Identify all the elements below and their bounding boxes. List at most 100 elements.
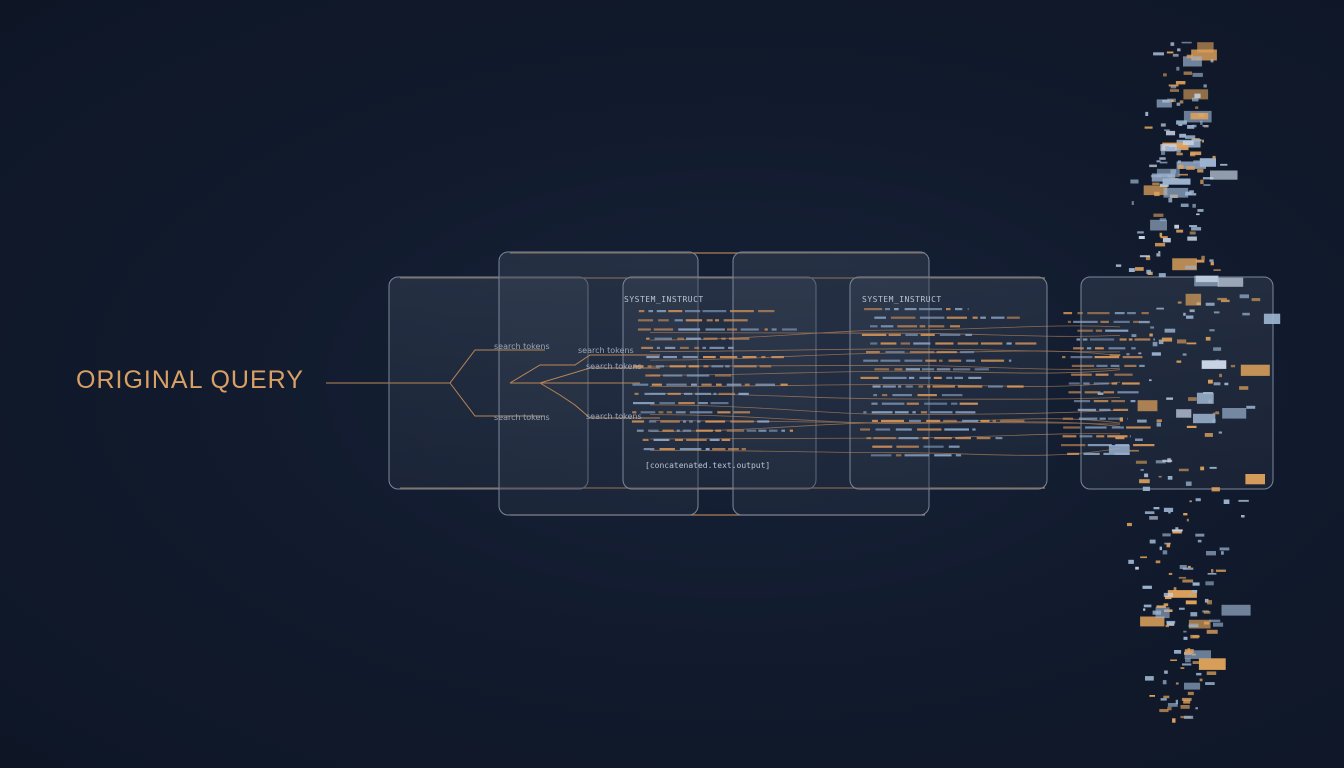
token-particle: [1185, 191, 1192, 196]
token-particle: [1190, 152, 1196, 157]
token-particle: [1183, 715, 1194, 719]
token-particle: [1152, 182, 1160, 186]
code-glyph-run: [1073, 347, 1084, 350]
code-glyph-run: [1108, 347, 1126, 350]
token-particle: [1159, 157, 1166, 160]
code-glyph-run: [1073, 320, 1098, 323]
token-particle: [1239, 294, 1249, 299]
token-particle: [1197, 58, 1200, 60]
code-glyph-run: [1068, 382, 1080, 385]
token-particle: [1166, 620, 1176, 624]
token-particle: [1224, 382, 1229, 386]
token-particle: [1155, 460, 1166, 464]
code-glyph-run: [875, 428, 891, 431]
code-glyph-run: [758, 310, 775, 313]
token-particle: [1163, 695, 1170, 699]
code-glyph-run: [966, 359, 976, 362]
code-glyph-run: [872, 385, 881, 388]
token-particle: [1168, 84, 1179, 87]
code-glyph-run: [1086, 347, 1092, 350]
code-glyph-run: [1117, 391, 1139, 394]
code-glyph-run: [1122, 356, 1143, 359]
token-particle: [1212, 155, 1216, 159]
code-glyph-run: [928, 325, 945, 328]
code-glyph-run: [1006, 316, 1020, 319]
code-glyph-run: [976, 437, 991, 440]
token-particle: [1129, 449, 1139, 452]
code-glyph-run: [688, 365, 700, 368]
token-particle: [1169, 89, 1179, 92]
code-glyph-run: [721, 438, 731, 441]
code-glyph-run: [728, 337, 750, 340]
code-glyph-run: [705, 420, 726, 423]
token-particle: [1115, 264, 1122, 267]
token-particle: [1193, 139, 1202, 141]
code-glyph-run: [943, 419, 957, 422]
code-glyph-run: [965, 333, 972, 336]
code-glyph-run: [895, 454, 902, 457]
code-glyph-run: [689, 420, 693, 423]
code-glyph-run: [637, 328, 651, 331]
code-glyph-run: [980, 316, 986, 319]
code-glyph-run: [684, 392, 693, 395]
code-glyph-run: [696, 429, 713, 432]
code-glyph-run: [941, 394, 963, 397]
token-particle: [1213, 311, 1220, 314]
code-glyph-run: [663, 374, 683, 377]
code-glyph-run: [1095, 329, 1103, 332]
token-particle: [1172, 258, 1197, 271]
code-glyph-run: [744, 383, 750, 386]
token-particle: [1198, 658, 1226, 670]
code-glyph-run: [656, 310, 667, 313]
code-glyph-run: [642, 438, 649, 441]
code-glyph-run: [768, 429, 778, 432]
token-particle: [1189, 225, 1198, 228]
code-glyph-run: [746, 429, 757, 432]
token-particle: [1149, 333, 1153, 337]
code-glyph-run: [870, 342, 878, 345]
code-glyph-run: [900, 342, 911, 345]
token-particle: [1192, 582, 1200, 586]
token-label-mid: search tokens: [578, 346, 634, 355]
token-particle: [1174, 650, 1182, 654]
code-glyph-run: [1067, 320, 1071, 323]
code-glyph-run: [663, 356, 677, 359]
code-glyph-run: [932, 385, 955, 388]
code-glyph-run: [918, 385, 924, 388]
code-glyph-run: [728, 448, 739, 451]
token-particle: [1186, 54, 1193, 59]
code-glyph-run: [667, 392, 681, 395]
token-particle: [1173, 587, 1177, 591]
flow-line: [649, 404, 1121, 415]
token-particle: [1190, 112, 1209, 120]
code-glyph-run: [874, 316, 886, 319]
code-glyph-run: [741, 448, 746, 451]
token-particle: [1165, 624, 1169, 628]
token-particle: [1151, 352, 1161, 356]
code-glyph-run: [895, 428, 912, 431]
token-particle: [1155, 560, 1161, 564]
token-particle: [1182, 567, 1194, 570]
token-particle: [1176, 102, 1181, 106]
token-particle: [1242, 312, 1250, 316]
token-particle: [1182, 353, 1187, 356]
code-glyph-run: [920, 333, 935, 336]
code-glyph-run: [870, 325, 878, 328]
token-particle: [1156, 422, 1161, 427]
code-glyph-run: [653, 328, 674, 331]
token-particle: [1204, 598, 1209, 603]
panel-3-footer: [concatenated.text.output]: [645, 461, 771, 470]
code-glyph-run: [711, 365, 724, 368]
token-particle: [1221, 604, 1251, 616]
token-particle: [1139, 479, 1150, 484]
code-glyph-run: [719, 356, 738, 359]
token-particle: [1126, 353, 1130, 356]
code-glyph-run: [1113, 408, 1129, 411]
code-glyph-run: [894, 368, 903, 371]
token-particle: [1205, 581, 1214, 586]
token-particle: [1155, 607, 1170, 619]
token-particle: [1209, 259, 1214, 262]
token-particle: [1176, 66, 1180, 71]
token-particle: [1158, 339, 1164, 345]
